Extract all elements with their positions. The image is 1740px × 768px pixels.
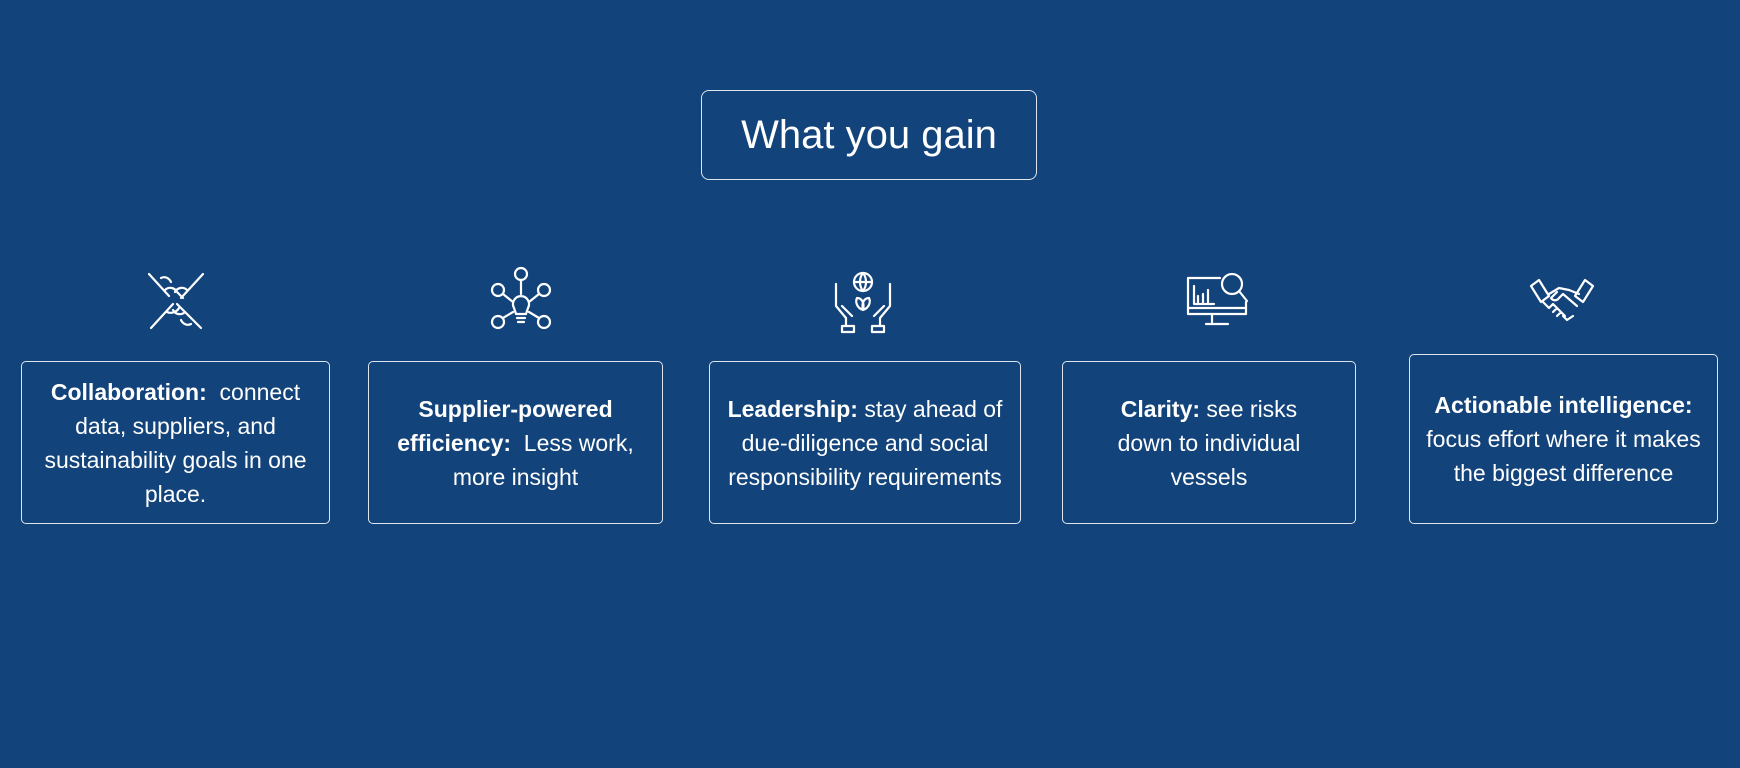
hands-together-icon bbox=[141, 266, 211, 336]
handshake-icon bbox=[1527, 266, 1597, 336]
card-heading: Collaboration: bbox=[50, 378, 207, 405]
card-text: focus effort where it makes the biggest … bbox=[1426, 426, 1701, 486]
card-text: see risks down to individual vessels bbox=[1117, 395, 1301, 490]
card-heading: Supplier-powered efficiency: bbox=[397, 395, 613, 456]
hands-globe-plant-icon bbox=[828, 266, 898, 336]
card-text: Less work, more insight bbox=[452, 429, 641, 490]
title-text: What you gain bbox=[741, 112, 997, 157]
idea-network-icon bbox=[486, 266, 556, 336]
benefit-card-collaboration: Collaboration: connect data, suppliers, … bbox=[21, 361, 330, 524]
benefit-card-leadership: Leadership: stay ahead of due-diligence … bbox=[709, 361, 1021, 524]
monitor-chart-search-icon bbox=[1184, 266, 1254, 336]
benefit-card-efficiency: Supplier-powered efficiency: Less work, … bbox=[368, 361, 663, 524]
card-heading: Clarity: bbox=[1120, 395, 1201, 422]
page-title: What you gain bbox=[701, 90, 1037, 180]
benefit-card-actionable-intelligence: Actionable intelligence: focus effort wh… bbox=[1409, 354, 1718, 524]
card-text: connect data, suppliers, and sustainabil… bbox=[44, 378, 313, 507]
card-heading: Leadership: bbox=[727, 395, 858, 422]
benefit-card-clarity: Clarity: see risks down to individual ve… bbox=[1062, 361, 1356, 524]
card-text: stay ahead of due-diligence and social r… bbox=[728, 395, 1003, 490]
card-heading: Actionable intelligence: bbox=[1434, 392, 1693, 418]
